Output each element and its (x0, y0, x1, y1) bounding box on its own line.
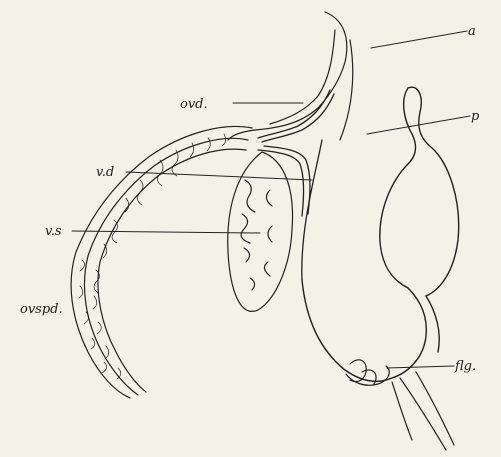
vas-deferens (258, 90, 334, 280)
seminal-vesicle (228, 152, 293, 311)
label-ovspd: ovspd. (20, 302, 63, 317)
leader-vs (72, 231, 260, 233)
terminal-duct (392, 372, 454, 450)
label-vd: v.d (96, 165, 114, 180)
label-a: a (468, 24, 476, 39)
label-ovd: ovd. (180, 97, 208, 112)
flagellum (346, 360, 389, 385)
leader-flg (387, 366, 454, 368)
upper-organ-outline (228, 12, 353, 140)
leader-a (371, 31, 467, 48)
label-flg: flg. (454, 359, 476, 374)
label-p: p (471, 109, 480, 124)
label-vs: v.s (45, 224, 62, 239)
leader-lines (72, 31, 470, 368)
